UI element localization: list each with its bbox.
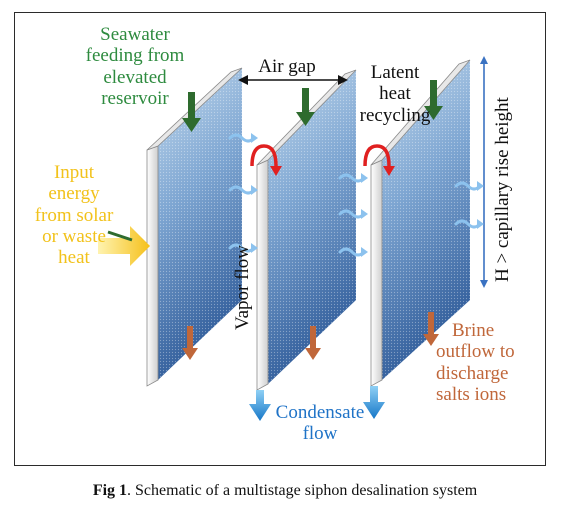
recycle-arrowheads	[270, 166, 395, 176]
latent-heat-line-3: recycling	[359, 104, 431, 126]
input-energy-line-3: from solar	[34, 204, 114, 226]
air-gap-label: Air gap	[258, 56, 316, 77]
latent-heat-line-2: heat	[379, 83, 411, 105]
condensate-arrows	[249, 386, 385, 421]
input-energy-arrow	[98, 226, 150, 266]
input-energy-line-4: or waste	[42, 225, 106, 247]
condensate-line-1: Condensate	[275, 402, 365, 423]
input-energy-line-5: heat	[58, 247, 90, 269]
latent-heat-line-1: Latent	[370, 62, 420, 83]
seawater-line-3: elevated	[103, 66, 167, 88]
condensate-line-2: flow	[302, 423, 338, 445]
caption-text: . Schematic of a multistage siphon desal…	[127, 482, 478, 499]
seawater-label: Seawater feeding from elevated reservoir	[72, 24, 198, 109]
seawater-line-2: feeding from	[85, 45, 185, 67]
vapor-flow-arrowheads	[251, 133, 484, 257]
brine-line-3: discharge	[436, 362, 509, 384]
panel-2	[256, 69, 357, 391]
caption-prefix: Fig 1	[92, 482, 128, 499]
input-energy-label: Input energy from solar or waste heat	[24, 162, 124, 268]
input-energy-line-2: energy	[48, 183, 100, 205]
brine-outflow-arrows	[182, 312, 439, 360]
vapor-flow-label: Vapor flow	[232, 245, 253, 330]
capillary-height-arrow	[480, 56, 488, 288]
figure-caption: Fig 1. Schematic of a multistage siphon …	[0, 482, 570, 500]
air-gap-arrow	[238, 75, 348, 85]
vapor-flow-arrows	[228, 133, 482, 257]
brine-label: Brine outflow to discharge salts ions	[436, 320, 536, 405]
brine-line-1: Brine	[452, 320, 495, 341]
brine-line-4: salts ions	[436, 383, 507, 405]
panel-3	[370, 59, 471, 387]
seawater-feed-arrows	[182, 80, 443, 132]
capillary-height-label: H > capillary rise height	[492, 97, 513, 282]
condensate-label: Condensate flow	[266, 402, 374, 445]
brine-line-2: outflow to	[436, 341, 515, 363]
seawater-line-4: reservoir	[101, 87, 169, 109]
input-energy-line-1: Input	[53, 162, 95, 183]
recycle-arrows	[250, 144, 391, 167]
seawater-line-1: Seawater	[100, 24, 170, 45]
panel-1	[146, 67, 243, 387]
latent-heat-label: Latent heat recycling	[350, 62, 440, 126]
